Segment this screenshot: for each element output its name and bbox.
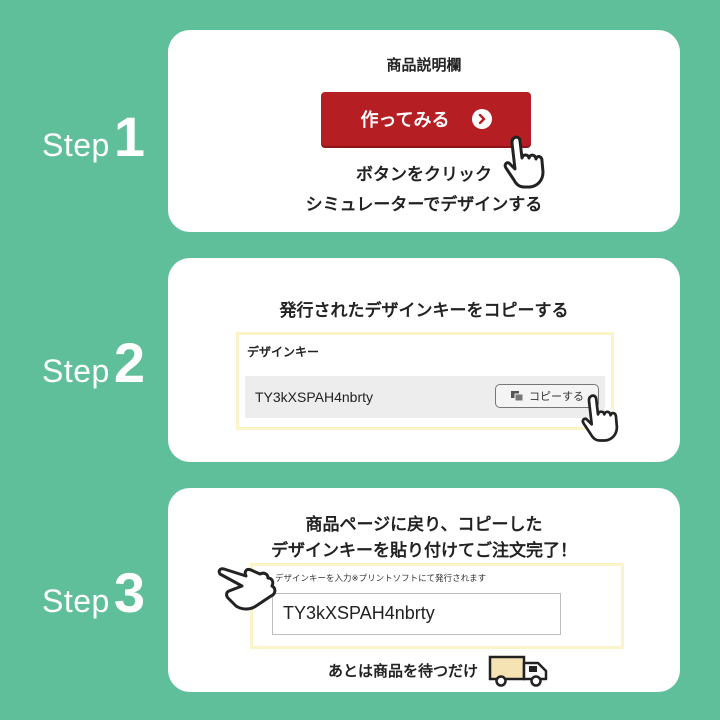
design-key-input[interactable]: TY3kXSPAH4nbrty — [272, 593, 561, 635]
step-number: 3 — [113, 561, 145, 624]
design-key-input-box: デザインキーを入力※プリントソフトにて発行されます TY3kXSPAH4nbrt… — [250, 563, 624, 649]
wait-for-product-text: あとは商品を待つだけ — [327, 661, 478, 680]
copy-button[interactable]: コピーする — [495, 384, 599, 408]
step-word: Step — [42, 583, 110, 619]
step-3-card: 商品ページに戻り、コピーした デザインキーを貼り付けてご注文完了！ デザインキー… — [168, 488, 680, 692]
design-key-value: TY3kXSPAH4nbrty — [255, 389, 374, 405]
design-instruction: シミュレーターでデザインする — [305, 195, 543, 215]
copy-icon — [511, 391, 524, 402]
pointing-hand-icon — [581, 394, 619, 442]
pointing-hand-icon — [503, 135, 545, 189]
step-word: Step — [42, 127, 110, 163]
step-2-card: 発行されたデザインキーをコピーする デザインキー TY3kXSPAH4nbrty… — [168, 258, 680, 462]
chevron-right-icon — [471, 109, 492, 129]
make-it-button-label: 作ってみる — [360, 110, 450, 131]
click-instruction: ボタンをクリック — [356, 165, 492, 185]
input-caption: デザインキーを入力※プリントソフトにて発行されます — [275, 574, 487, 584]
step-number: 2 — [113, 331, 145, 394]
step-1-card: 商品説明欄 作ってみる ボタンをクリック シミュレーターでデザインする — [168, 30, 680, 232]
design-key-title: デザインキー — [247, 345, 320, 359]
design-key-input-value: TY3kXSPAH4nbrty — [283, 603, 435, 623]
return-heading: 商品ページに戻り、コピーした — [305, 515, 543, 535]
paste-heading: デザインキーを貼り付けてご注文完了！ — [271, 541, 577, 561]
pointing-hand-icon — [217, 567, 277, 611]
design-key-row: TY3kXSPAH4nbrty コピーする — [245, 376, 605, 418]
copy-button-label: コピーする — [529, 390, 584, 403]
step-number: 1 — [113, 105, 145, 168]
design-key-box: デザインキー TY3kXSPAH4nbrty コピーする — [236, 332, 614, 430]
product-description-heading: 商品説明欄 — [386, 56, 462, 74]
delivery-truck-icon — [488, 655, 548, 687]
footer-row: あとは商品を待つだけ — [168, 652, 680, 688]
make-it-button[interactable]: 作ってみる — [321, 92, 531, 146]
step-word: Step — [42, 353, 110, 389]
copy-key-heading: 発行されたデザインキーをコピーする — [279, 301, 569, 321]
